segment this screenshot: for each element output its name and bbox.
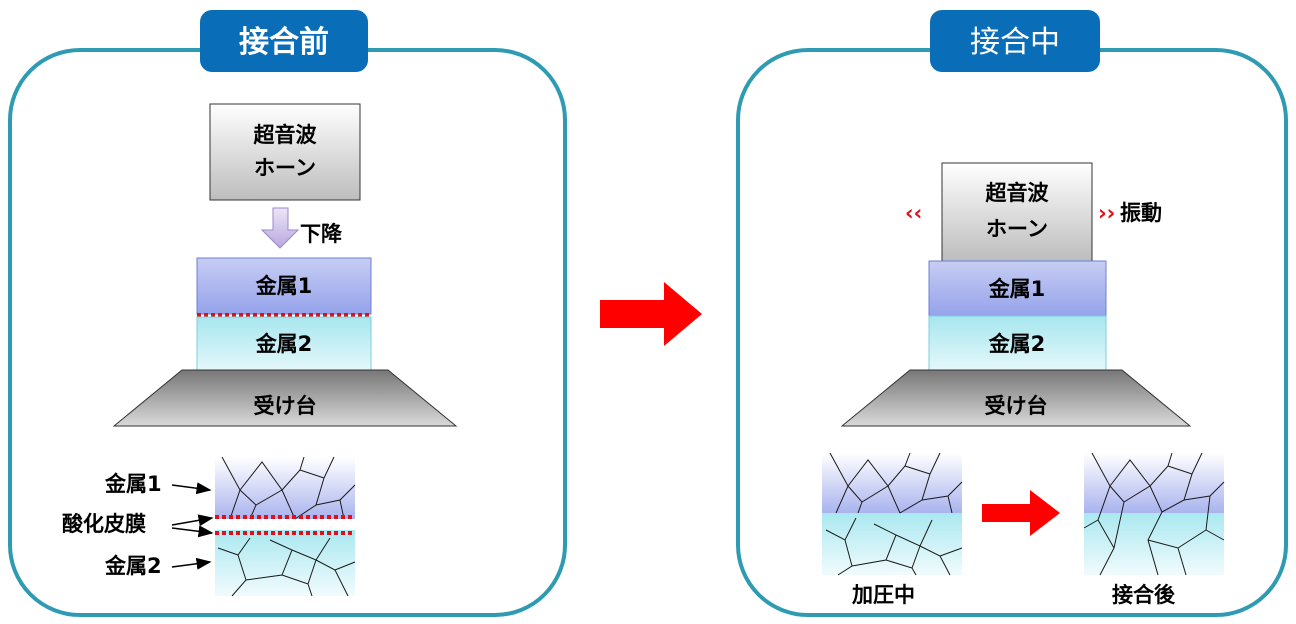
metal1-grain-boundaries <box>221 456 356 520</box>
vibration-right-chevrons: ›› <box>1098 201 1115 225</box>
during-title: 接合中 <box>970 25 1060 60</box>
detail-metal2-label: 金属2 <box>104 554 162 578</box>
bonded-metal1-grains <box>1084 453 1224 513</box>
bonded-metal2-grains <box>1084 513 1224 575</box>
during-title-box <box>930 10 1100 72</box>
anvil-base-active <box>840 369 1192 427</box>
ultrasonic-horn-active <box>941 162 1093 262</box>
detail-metal2-pointer <box>171 557 212 570</box>
metal2-label: 金属2 <box>255 332 313 356</box>
metal2-grain-boundaries <box>217 537 356 597</box>
pressing-grain-boundaries <box>825 452 963 576</box>
detail-oxide-pointer-top <box>171 514 214 527</box>
vibration-left-chevrons: ‹‹ <box>905 201 922 225</box>
before-panel: 接合前 超音波 ホーン 下降 金属1 金属2 受け台 金属1 酸化皮膜 <box>8 10 567 617</box>
pressing-label: 加圧中 <box>851 583 915 607</box>
process-arrow-icon <box>600 282 702 346</box>
during-panel: 接合中 超音波 ホーン ‹‹ ›› 振動 金属1 金属2 受け台 加圧中 <box>736 10 1288 617</box>
metal1-label: 金属1 <box>255 274 313 298</box>
base-active-label: 受け台 <box>985 394 1048 418</box>
detail-oxide-label: 酸化皮膜 <box>62 512 146 536</box>
bonded-label: 接合後 <box>1112 583 1176 607</box>
pressing-metal1-grains <box>822 453 962 513</box>
vibration-label: 振動 <box>1120 201 1162 225</box>
horn-active-label-line1: 超音波 <box>986 181 1050 205</box>
before-title-box <box>200 10 368 72</box>
metal1-grain-block <box>215 457 355 519</box>
horn-label-line1: 超音波 <box>254 123 318 147</box>
metal1-block-active <box>928 260 1107 317</box>
base-label: 受け台 <box>254 394 317 418</box>
detail-metal1-label: 金属1 <box>104 472 162 496</box>
horn-label-line2: ホーン <box>254 156 316 180</box>
ultrasonic-horn <box>209 103 361 201</box>
horn-active-label-line2: ホーン <box>986 217 1048 241</box>
pressing-to-bonded-arrow-icon <box>982 490 1060 536</box>
detail-oxide-pointer-bottom <box>171 525 214 538</box>
detail-metal1-pointer <box>171 482 212 495</box>
descend-arrow-icon <box>260 207 300 249</box>
before-title: 接合前 <box>239 25 329 60</box>
descend-label: 下降 <box>300 222 343 246</box>
bonded-grain-boundaries <box>1083 452 1225 576</box>
metal2-block <box>196 316 372 371</box>
metal2-grain-block <box>215 530 355 596</box>
metal1-block <box>196 257 372 315</box>
metal2-active-label: 金属2 <box>988 332 1046 356</box>
metal1-active-label: 金属1 <box>988 277 1046 301</box>
anvil-base <box>112 369 458 427</box>
